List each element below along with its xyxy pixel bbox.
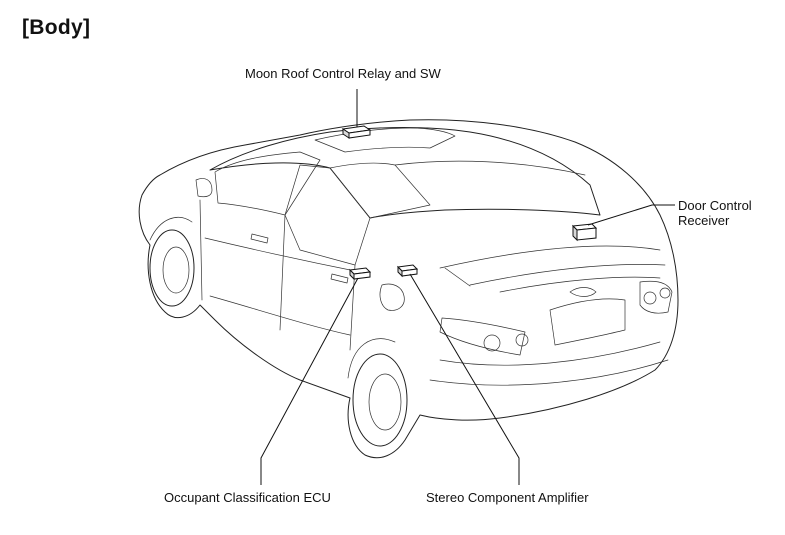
section-heading: [Body] — [22, 16, 91, 39]
stereo-leader — [409, 273, 520, 485]
occupant-ecu-block — [348, 267, 372, 281]
door-control-leader — [587, 204, 675, 226]
door-control-line-1: Door Control — [678, 198, 752, 213]
moon-roof-relay-block — [341, 125, 372, 139]
stereo-amplifier-label: Stereo Component Amplifier — [426, 490, 589, 505]
door-control-receiver-label: Door Control Receiver — [678, 198, 752, 228]
door-control-line-2: Receiver — [678, 213, 730, 228]
door-control-receiver-block — [571, 223, 598, 242]
occupant-leader — [260, 277, 359, 485]
car-illustration — [138, 119, 679, 459]
stereo-amplifier-block — [396, 264, 419, 278]
moon-roof-relay-label: Moon Roof Control Relay and SW — [245, 66, 441, 81]
occupant-classification-label: Occupant Classification ECU — [164, 490, 331, 505]
